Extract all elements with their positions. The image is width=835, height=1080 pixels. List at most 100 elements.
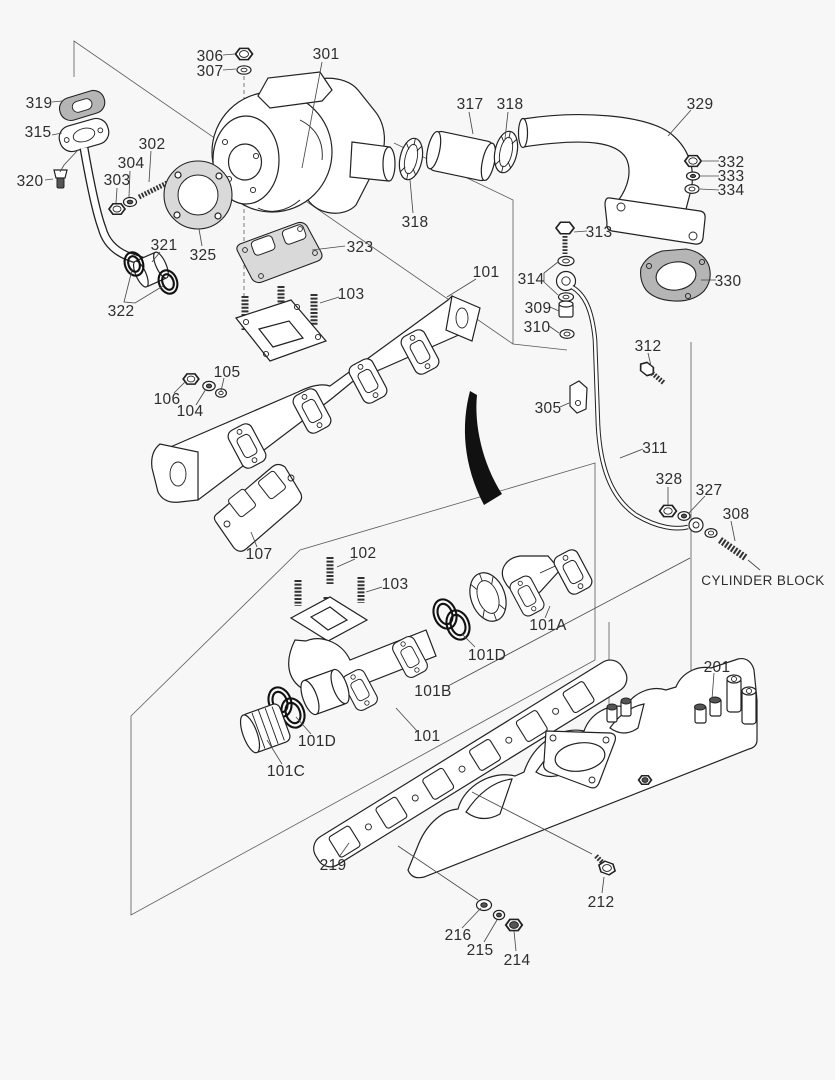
part-nut-106 [183,374,199,384]
part-clamp-318-left [398,137,424,181]
part-banjo-eye-314 [555,270,577,292]
part-gasket-319 [58,89,106,122]
part-washer-105 [215,388,228,398]
part-washer-314-bottom [557,292,575,302]
part-nut-328 [660,505,677,516]
part-label-313: 313 [586,224,613,241]
part-fitting-309 [558,300,574,318]
part-nut-306 [236,48,253,59]
part-clip-305 [569,380,588,414]
part-label-332: 332 [718,154,745,171]
part-label-201: 201 [704,659,731,676]
part-label-303: 303 [104,172,131,189]
cylinder-block-label: CYLINDER BLOCK [701,573,824,588]
part-label-311: 311 [642,440,668,457]
part-bolt-312 [637,360,666,385]
part-label-302: 302 [139,136,166,153]
part-washer-310 [559,329,575,340]
part-label-107: 107 [246,546,273,563]
group-frame-manifold [130,462,596,916]
part-label-103-mid: 103 [382,576,409,593]
part-washer-334 [684,184,700,195]
part-label-307: 307 [197,63,224,80]
part-manifold-101-upper [151,295,481,503]
part-201-outlet-flange [542,730,617,789]
group-boundary-turbo [73,40,514,345]
part-washer-327a [677,511,691,522]
part-label-314: 314 [518,271,545,288]
part-label-104: 104 [177,403,204,420]
part-label-318a: 318 [497,96,524,113]
part-nut-332 [685,156,701,167]
part-link-plate-107 [213,463,303,552]
part-gasket-219 [313,659,628,868]
callout-labels: 306 307 301 319 315 320 302 304 303 321 … [17,46,825,969]
part-label-219: 219 [320,857,347,874]
part-label-309: 309 [525,300,552,317]
part-label-328: 328 [656,471,683,488]
part-manifold-201 [407,657,758,879]
part-label-315: 315 [25,124,52,141]
part-label-101c: 101C [267,763,305,780]
part-label-325: 325 [190,247,217,264]
part-label-318b: 318 [402,214,429,231]
part-washer-216 [475,898,493,912]
part-seal-rings-101d-right [432,598,471,641]
part-gasket-330 [640,248,711,302]
part-seal-rings-322 [123,251,179,295]
part-label-320: 320 [17,173,44,190]
part-label-317: 317 [457,96,484,113]
part-label-334: 334 [718,182,745,199]
part-bolt-313 [556,222,574,254]
part-washer-327b [704,527,718,538]
part-gasket-323 [236,221,323,284]
part-label-312: 312 [635,338,662,355]
part-label-322: 322 [108,303,135,320]
part-label-327: 327 [696,482,723,499]
part-label-101d-right: 101D [468,647,506,664]
part-label-333: 333 [718,168,745,185]
direction-swoosh [464,391,502,505]
part-label-103-top: 103 [338,286,365,303]
part-washer-104 [202,380,216,392]
part-exhaust-elbow-329 [517,114,706,245]
part-mounting-plate-103 [234,286,328,362]
part-label-101b: 101B [414,683,451,700]
part-label-101a: 101A [529,617,567,634]
leader-lines [44,53,761,952]
part-label-102: 102 [350,545,377,562]
part-label-323: 323 [347,239,374,256]
part-label-305: 305 [535,400,562,417]
part-label-329: 329 [687,96,714,113]
part-label-330: 330 [715,273,742,290]
part-label-101d-left: 101D [298,733,336,750]
part-bolt-212 [596,854,617,876]
part-label-214: 214 [504,952,531,969]
part-washer-333 [685,171,701,181]
part-label-101-top: 101 [473,264,500,281]
part-label-321: 321 [151,237,178,254]
part-label-105: 105 [214,364,241,381]
part-201-bosses [606,674,757,784]
part-oil-pipe-311 [570,285,704,533]
part-label-215: 215 [467,942,494,959]
part-washer-215 [492,909,506,921]
part-washer-304 [122,196,138,208]
part-clamp-318-right [493,130,519,174]
part-label-310: 310 [524,319,551,336]
part-label-304: 304 [118,155,145,172]
part-label-212: 212 [588,894,615,911]
part-label-106: 106 [154,391,181,408]
part-nut-214 [506,919,522,930]
part-washer-307 [236,65,252,75]
part-label-301: 301 [313,46,340,63]
part-washer-314-top [557,255,575,267]
part-threaded-end-101c [239,703,291,754]
part-nut-303 [109,204,125,214]
part-label-216: 216 [445,927,472,944]
part-label-101-mid: 101 [414,728,441,745]
part-label-306: 306 [197,48,224,65]
part-elbow-101a [469,546,595,622]
